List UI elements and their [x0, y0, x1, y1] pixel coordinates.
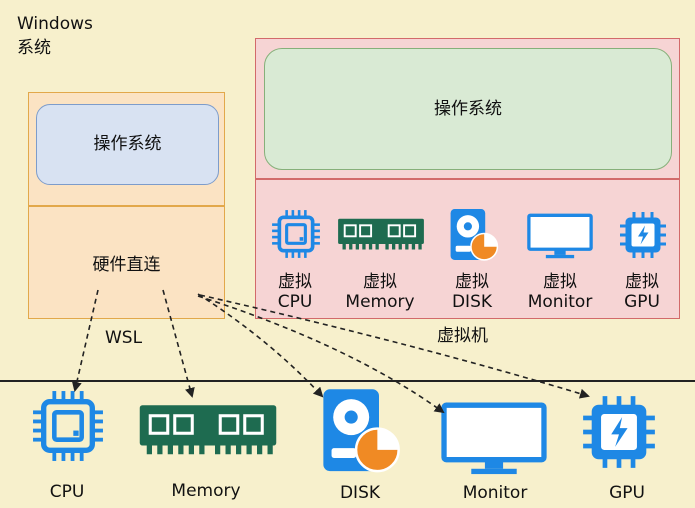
arrow-to-cpu [71, 289, 99, 392]
virtual-disk-icon [449, 208, 499, 261]
hw-memory-icon [138, 403, 278, 456]
hw-cpu-label: CPU [49, 482, 85, 502]
virtual-cpu-line2: CPU [277, 292, 313, 312]
virtual-memory-line2: Memory [345, 292, 415, 312]
virtual-monitor-line1: 虚拟 [543, 272, 577, 292]
virtual-cpu-line1: 虚拟 [278, 272, 312, 292]
virtual-gpu-label: 虚拟 GPU [597, 272, 687, 312]
virtual-monitor-label: 虚拟 Monitor [515, 272, 605, 312]
wsl-os-label: 操作系统 [93, 134, 162, 155]
windows-title-line1: Windows [17, 14, 93, 34]
virtual-disk-line1: 虚拟 [455, 272, 489, 292]
virtual-monitor-line2: Monitor [527, 292, 593, 312]
virtual-gpu-line2: GPU [624, 292, 660, 312]
virtual-cpu-label: 虚拟 CPU [250, 272, 340, 312]
hw-cpu-icon [33, 391, 103, 461]
hw-gpu-label: GPU [609, 483, 645, 503]
virtual-disk-label: 虚拟 DISK [427, 272, 517, 312]
wsl-os-box: 操作系统 [36, 104, 219, 185]
vm-os-box: 操作系统 [264, 48, 672, 170]
windows-system-title: Windows 系统 [17, 12, 93, 60]
wsl-hardware-label: 硬件直连 [92, 254, 161, 275]
windows-title-line2: 系统 [17, 38, 51, 58]
wsl-hardware-direct: 硬件直连 [28, 240, 225, 290]
virtual-memory-label: 虚拟 Memory [335, 272, 425, 312]
virtual-monitor-icon [527, 213, 593, 260]
wsl-label: WSL [105, 328, 143, 348]
hw-disk-label: DISK [339, 483, 381, 503]
hw-monitor-label: Monitor [462, 483, 528, 503]
arrow-to-monitor [197, 295, 445, 414]
vm-label: 虚拟机 [437, 326, 488, 346]
virtual-cpu-icon [270, 208, 322, 260]
arrow-to-gpu [199, 294, 590, 399]
virtual-gpu-line1: 虚拟 [625, 272, 659, 292]
arrow-to-disk [197, 293, 324, 398]
virtual-memory-line1: 虚拟 [363, 272, 397, 292]
vm-os-label: 操作系统 [434, 98, 502, 119]
hw-memory-label: Memory [171, 481, 241, 501]
vm-divider [255, 178, 680, 180]
virtual-disk-line2: DISK [451, 292, 493, 312]
virtual-gpu-icon [618, 210, 668, 260]
hw-monitor-icon [444, 405, 544, 474]
virtual-memory-icon [337, 217, 425, 251]
wsl-divider [28, 205, 225, 207]
hw-disk-icon [322, 387, 400, 473]
hw-gpu-icon [583, 396, 655, 468]
hardware-separator-line [0, 380, 695, 382]
arrow-to-memory [162, 289, 195, 398]
